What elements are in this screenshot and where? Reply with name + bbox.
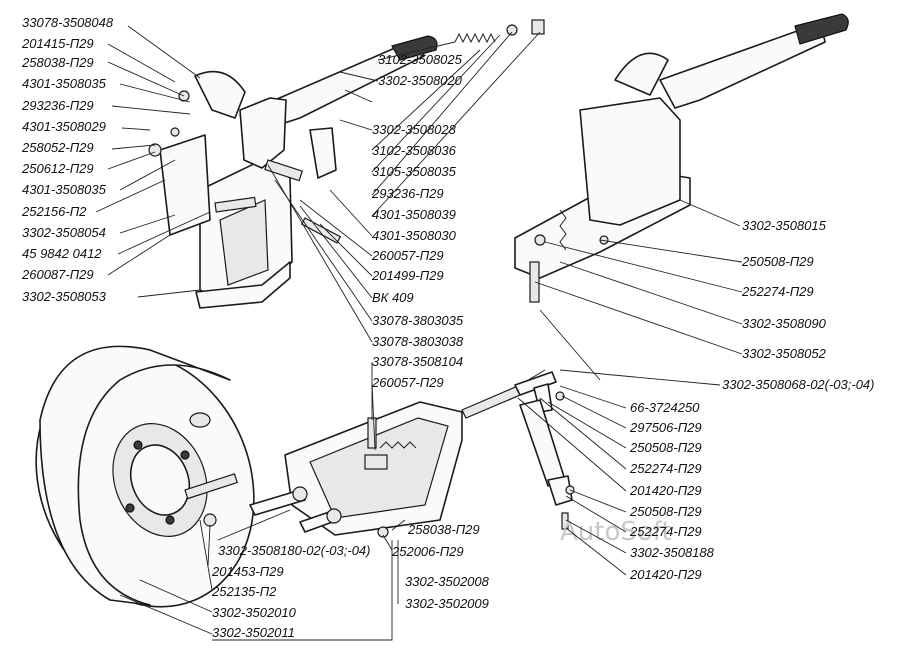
part-label: 260087-П29 (21, 267, 94, 282)
equalizer-housing (249, 369, 546, 538)
part-label: 252156-П2 (21, 204, 87, 219)
part-label: 3102-3508025 (378, 52, 463, 67)
part-label: 3105-3508035 (372, 164, 457, 179)
part-label: 201420-П29 (629, 567, 702, 582)
part-label: 4301-3508035 (22, 76, 107, 91)
cable-bracket-right (514, 371, 575, 530)
part-label: 3302-3508028 (372, 122, 457, 137)
part-label: 252274-П29 (629, 461, 702, 476)
part-label: 252135-П2 (211, 584, 277, 599)
labels-right-bottom: 66-3724250 297506-П29 250508-П29 252274-… (629, 400, 715, 582)
part-label: 4301-3508039 (372, 207, 456, 222)
part-label: 260057-П29 (371, 375, 444, 390)
part-label: 201420-П29 (629, 483, 702, 498)
part-label: 250508-П29 (629, 504, 702, 519)
part-label: 293236-П29 (371, 186, 444, 201)
part-label: 3302-3502010 (212, 605, 297, 620)
part-label: 250508-П29 (741, 254, 814, 269)
leader-lines (95, 25, 743, 641)
part-label: 4301-3508035 (22, 182, 107, 197)
part-label: 66-3724250 (630, 400, 700, 415)
labels-middle: 3102-3508025 3302-3508020 3302-3508028 3… (371, 52, 464, 349)
labels-left-top: 33078-3508048 201415-П29 258038-П29 4301… (21, 15, 114, 304)
lever-assembly-right (514, 13, 849, 303)
part-label: 45 9842 0412 (22, 246, 102, 261)
part-label: 260057-П29 (371, 248, 444, 263)
part-label: 3302-3508053 (22, 289, 107, 304)
part-label: 3302-3508068-02(-03;-04) (722, 377, 875, 392)
part-label: 3302-3508188 (630, 545, 715, 560)
labels-center: 33078-3508104 260057-П29 (371, 354, 463, 390)
labels-right-top: 3302-3508015 250508-П29 252274-П29 3302-… (722, 218, 875, 392)
part-label: 258038-П29 (21, 55, 94, 70)
part-label: 201499-П29 (371, 268, 444, 283)
part-label: 33078-3508104 (372, 354, 463, 369)
part-label: 250612-П29 (21, 161, 94, 176)
part-label: 250508-П29 (629, 440, 702, 455)
part-label: 3302-3508052 (742, 346, 827, 361)
part-label: 3302-3508090 (742, 316, 827, 331)
part-label: 3102-3508036 (372, 143, 457, 158)
part-label: 4301-3508030 (372, 228, 457, 243)
part-label: 3302-3502011 (212, 625, 295, 640)
part-label: 252274-П29 (629, 524, 702, 539)
part-label: 3302-3502009 (405, 596, 489, 611)
part-label: 4301-3508029 (22, 119, 106, 134)
part-label: 33078-3803035 (372, 313, 464, 328)
part-label: 252274-П29 (741, 284, 814, 299)
part-label: 33078-3508048 (22, 15, 114, 30)
part-label: 201415-П29 (21, 36, 94, 51)
labels-bottom: 3302-3508180-02(-03;-04) 201453-П29 2521… (211, 522, 490, 640)
part-label: 252006-П29 (391, 544, 464, 559)
brake-backing-plate (35, 345, 255, 608)
part-label: 3302-3502008 (405, 574, 490, 589)
part-label: 3302-3508054 (22, 225, 106, 240)
part-label: 258052-П29 (21, 140, 94, 155)
part-label: 293236-П29 (21, 98, 94, 113)
part-label: ВК 409 (372, 290, 414, 305)
part-label: 258038-П29 (407, 522, 480, 537)
part-label: 3302-3508015 (742, 218, 827, 233)
part-label: 33078-3803038 (372, 334, 464, 349)
part-label: 3302-3508180-02(-03;-04) (218, 543, 371, 558)
part-label: 201453-П29 (211, 564, 284, 579)
lever-assembly-left (148, 19, 545, 309)
part-label: 3302-3508020 (378, 73, 463, 88)
watermark-text: AutoSoft (560, 517, 672, 547)
part-label: 297506-П29 (629, 420, 702, 435)
